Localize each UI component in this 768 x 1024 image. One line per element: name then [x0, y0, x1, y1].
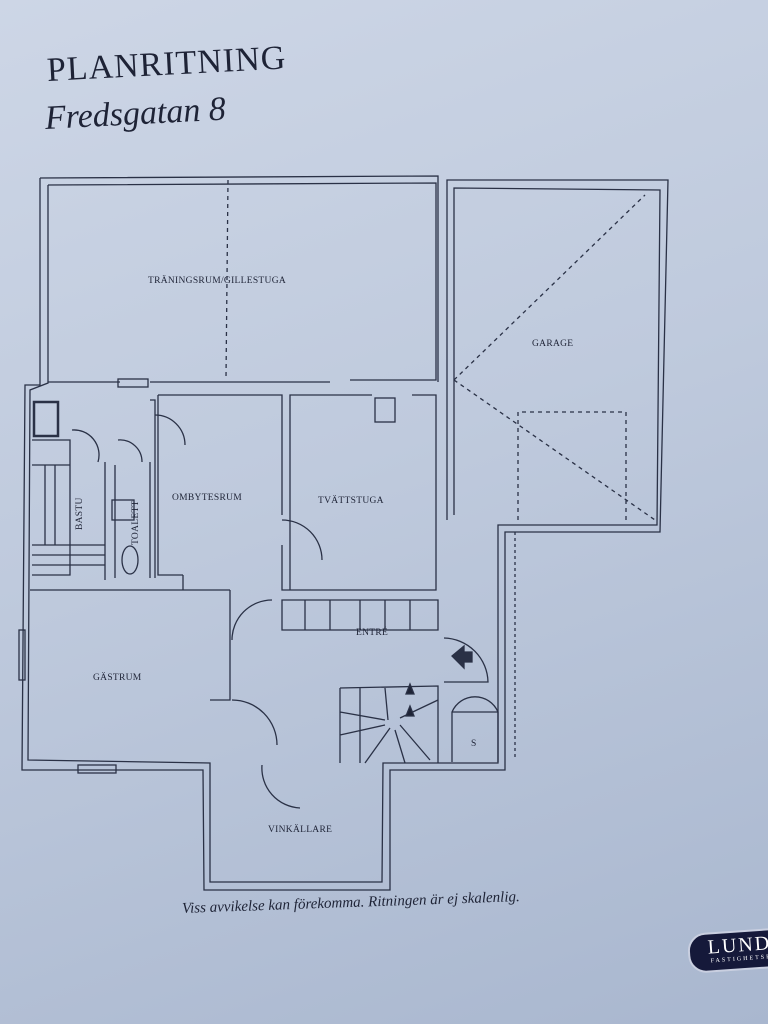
changing-room-walls [157, 394, 437, 640]
sauna-stove [32, 400, 60, 438]
window [77, 764, 117, 774]
storage-closet [451, 696, 499, 762]
stairs [339, 685, 439, 764]
entrance-arrow-icon [451, 644, 473, 670]
room-label-changing: OMBYTESRUM [172, 493, 242, 503]
room-label-sauna: BASTU [75, 497, 85, 530]
laundry-chimney [374, 397, 396, 423]
room-label-training: TRÄNINGSRUM/GILLESTUGA [148, 274, 286, 286]
toilet-sink [111, 499, 135, 521]
door-arc [231, 519, 323, 809]
up-arrow-icon [405, 704, 415, 717]
room-label-wine-cellar: VINKÄLLARE [268, 823, 332, 835]
room-label-guest: GÄSTRUM [93, 671, 142, 683]
entrance-door [443, 637, 489, 683]
room-label-toilet: TOALETT [131, 500, 141, 545]
window [18, 629, 26, 681]
training-room-divider [225, 179, 229, 379]
closet [281, 599, 439, 631]
up-arrow-icon [405, 682, 415, 695]
garage-door-dashed [453, 194, 656, 521]
room-label-garage: GARAGE [532, 339, 573, 349]
guest-room-walls [30, 589, 231, 701]
inner-outline [27, 182, 661, 883]
room-label-laundry: TVÄTTSTUGA [318, 494, 384, 506]
sauna-walls [32, 399, 156, 580]
brand-logo: LUNDE FASTIGHETSB [686, 926, 768, 974]
window [117, 378, 149, 388]
room-label-entrance: ENTRÉ [356, 626, 388, 638]
door-arc [71, 414, 186, 463]
outer-wall [21, 175, 669, 891]
room-label-storage: S [471, 739, 477, 749]
toilet-bowl [121, 545, 139, 575]
